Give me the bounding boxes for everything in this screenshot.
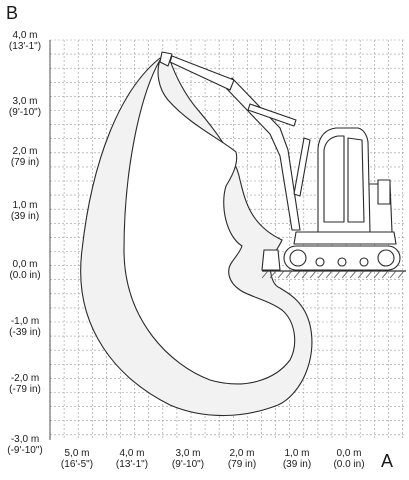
y-label-0: 0,0 m (0.0 in) [9, 259, 41, 281]
horizontal-axis-name: A [381, 451, 394, 471]
mini-excavator-icon [159, 51, 401, 271]
arm-cylinder [247, 103, 297, 127]
dozer-blade [261, 249, 281, 271]
boom-cylinder [293, 137, 311, 197]
x-label-0: 0,0 m (0.0 in) [333, 448, 365, 470]
cab-window [323, 135, 345, 223]
bucket [159, 51, 173, 67]
cab-door [347, 137, 365, 223]
y-label-4: 4,0 m (13'-1") [8, 30, 42, 52]
y-label-minus-1: -1,0 m (-39 in) [9, 316, 41, 338]
inner-dig-envelope [123, 59, 296, 385]
upper-body [293, 231, 397, 245]
y-label-minus-2: -2,0 m (-79 in) [9, 373, 41, 395]
ground-line [261, 270, 406, 279]
y-label-2: 2,0 m (79 in) [10, 146, 40, 168]
track-rollers [289, 249, 395, 267]
y-label-3: 3,0 m (9'-10") [8, 96, 42, 118]
x-label-1: 1,0 m (39 in) [282, 448, 312, 470]
x-label-5: 5,0 m (16'-5") [60, 448, 94, 470]
y-label-1: 1,0 m (39 in) [10, 200, 40, 222]
x-label-2: 2,0 m (79 in) [227, 448, 257, 470]
x-label-4: 4,0 m (13'-1") [115, 448, 149, 470]
x-label-3: 3,0 m (9'-10") [171, 448, 205, 470]
vertical-axis-name: B [6, 3, 19, 23]
y-label-minus-3: -3,0 m (-9'-10") [7, 434, 43, 456]
arm [169, 55, 235, 91]
counterweight-panel [377, 179, 391, 205]
